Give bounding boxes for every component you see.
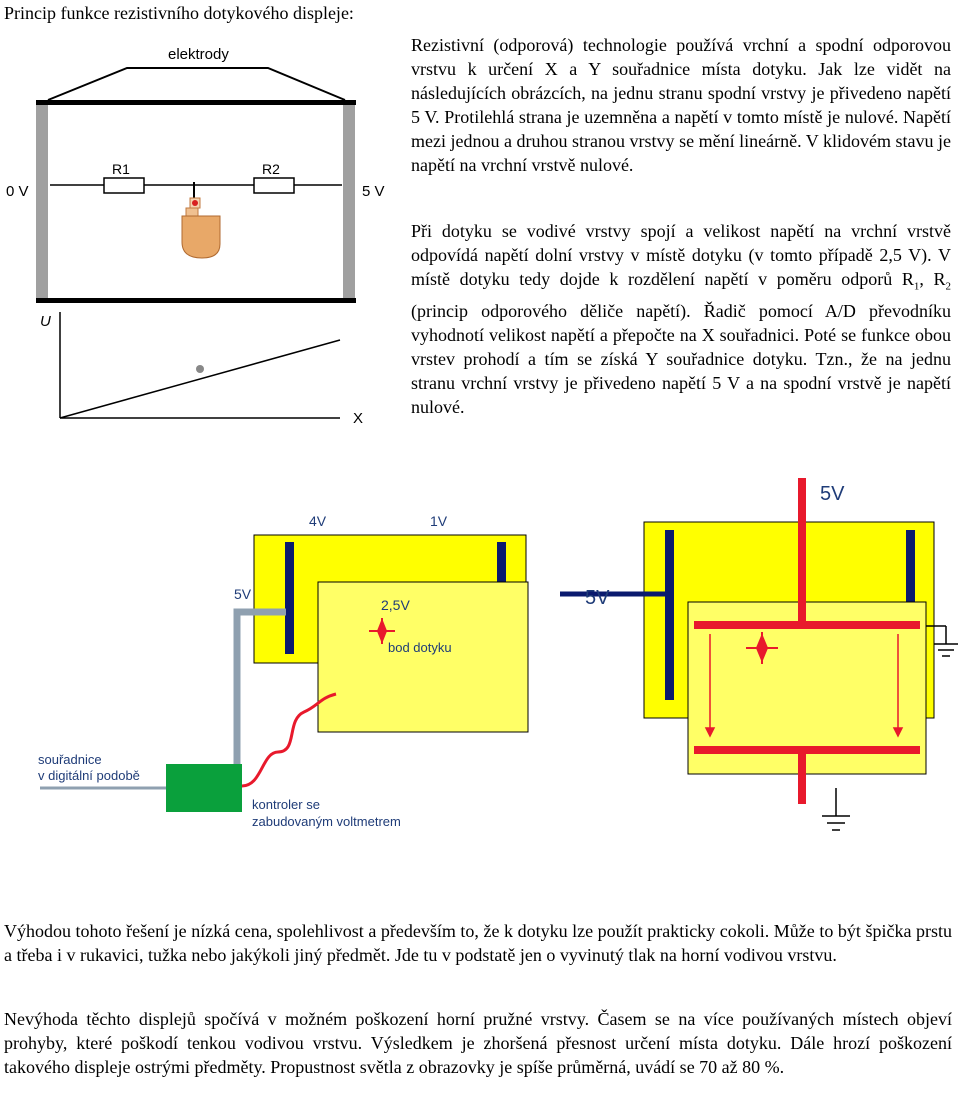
left-electrode (36, 102, 48, 302)
resistor-r1 (103, 177, 145, 194)
five-volt-label: 5 V (362, 183, 385, 200)
front-panel (317, 581, 529, 733)
right-electrode (343, 102, 355, 302)
touch-point-icon (369, 618, 395, 644)
graph-touch-point (196, 365, 204, 373)
back-panel-blue-left (665, 530, 674, 700)
left-5v-label: 5V (585, 587, 610, 609)
electrode-lead-left (47, 67, 346, 101)
r1-label: R1 (112, 161, 130, 177)
label-1v: 1V (430, 513, 448, 529)
current-flow-arrows (704, 634, 904, 738)
r2-label: R2 (262, 161, 280, 177)
intro-paragraph: Rezistivní (odporová) technologie použív… (411, 35, 951, 175)
back-panel-left-electrode (285, 542, 294, 654)
touch-text-part1: Při dotyku se vodivé vrstvy spojí a veli… (411, 221, 951, 289)
graph-u-label: U (40, 313, 51, 330)
controller-label-line1: kontroler se (252, 797, 320, 812)
page-heading: Princip funkce rezistivního dotykového d… (4, 3, 354, 23)
bottom-layer-line (36, 298, 356, 303)
label-2-5v: 2,5V (381, 597, 410, 613)
layer-switch-diagram: 5V 5V (560, 478, 958, 831)
touch-point-label: bod dotyku (388, 640, 452, 655)
top-layer-line (36, 100, 356, 105)
front-bottom-electrode (694, 746, 920, 754)
touch-text-sub2: 2 (945, 280, 951, 293)
touch-wire (241, 692, 337, 788)
front-yellow-panel (687, 601, 927, 775)
top-5v-label: 5V (820, 483, 845, 505)
controller-label-line2: zabudovaným voltmetrem (252, 814, 401, 829)
controller-box (166, 764, 242, 812)
five-volt-cable (233, 608, 286, 778)
ground-bottom-icon (822, 788, 850, 831)
graph-x-label: X (353, 410, 363, 427)
advantage-paragraph: Výhodou tohoto řešení je nízká cena, spo… (4, 921, 952, 965)
resistive-principle-diagram: elektrody 0 V 5 V R1 R2 U X (6, 46, 385, 427)
touch-text-sub1: 1 (913, 280, 920, 293)
graph-voltage-line (59, 339, 341, 419)
disadvantage-paragraph: Nevýhoda těchto displejů spočívá v možné… (4, 1009, 952, 1077)
coords-label-line2: v digitální podobě (38, 768, 140, 783)
electrodes-label: elektrody (168, 46, 229, 63)
touch-point-icon (746, 632, 778, 664)
controller-diagram: 4V 1V 2,5V bod dotyku 5V souřadnice v di… (38, 513, 529, 829)
touch-text-part2: , R (919, 269, 946, 289)
coords-label-line1: souřadnice (38, 752, 102, 767)
label-4v: 4V (309, 513, 327, 529)
touch-paragraph: Při dotyku se vodivé vrstvy spojí a veli… (411, 219, 951, 419)
cable-5v-label: 5V (234, 586, 252, 602)
zero-volt-label: 0 V (6, 183, 29, 200)
front-top-electrode (694, 621, 920, 629)
touch-text-part3: (princip odporového děliče napětí). Řadi… (411, 300, 951, 417)
resistor-r2 (253, 177, 295, 194)
finger-icon (181, 182, 221, 259)
